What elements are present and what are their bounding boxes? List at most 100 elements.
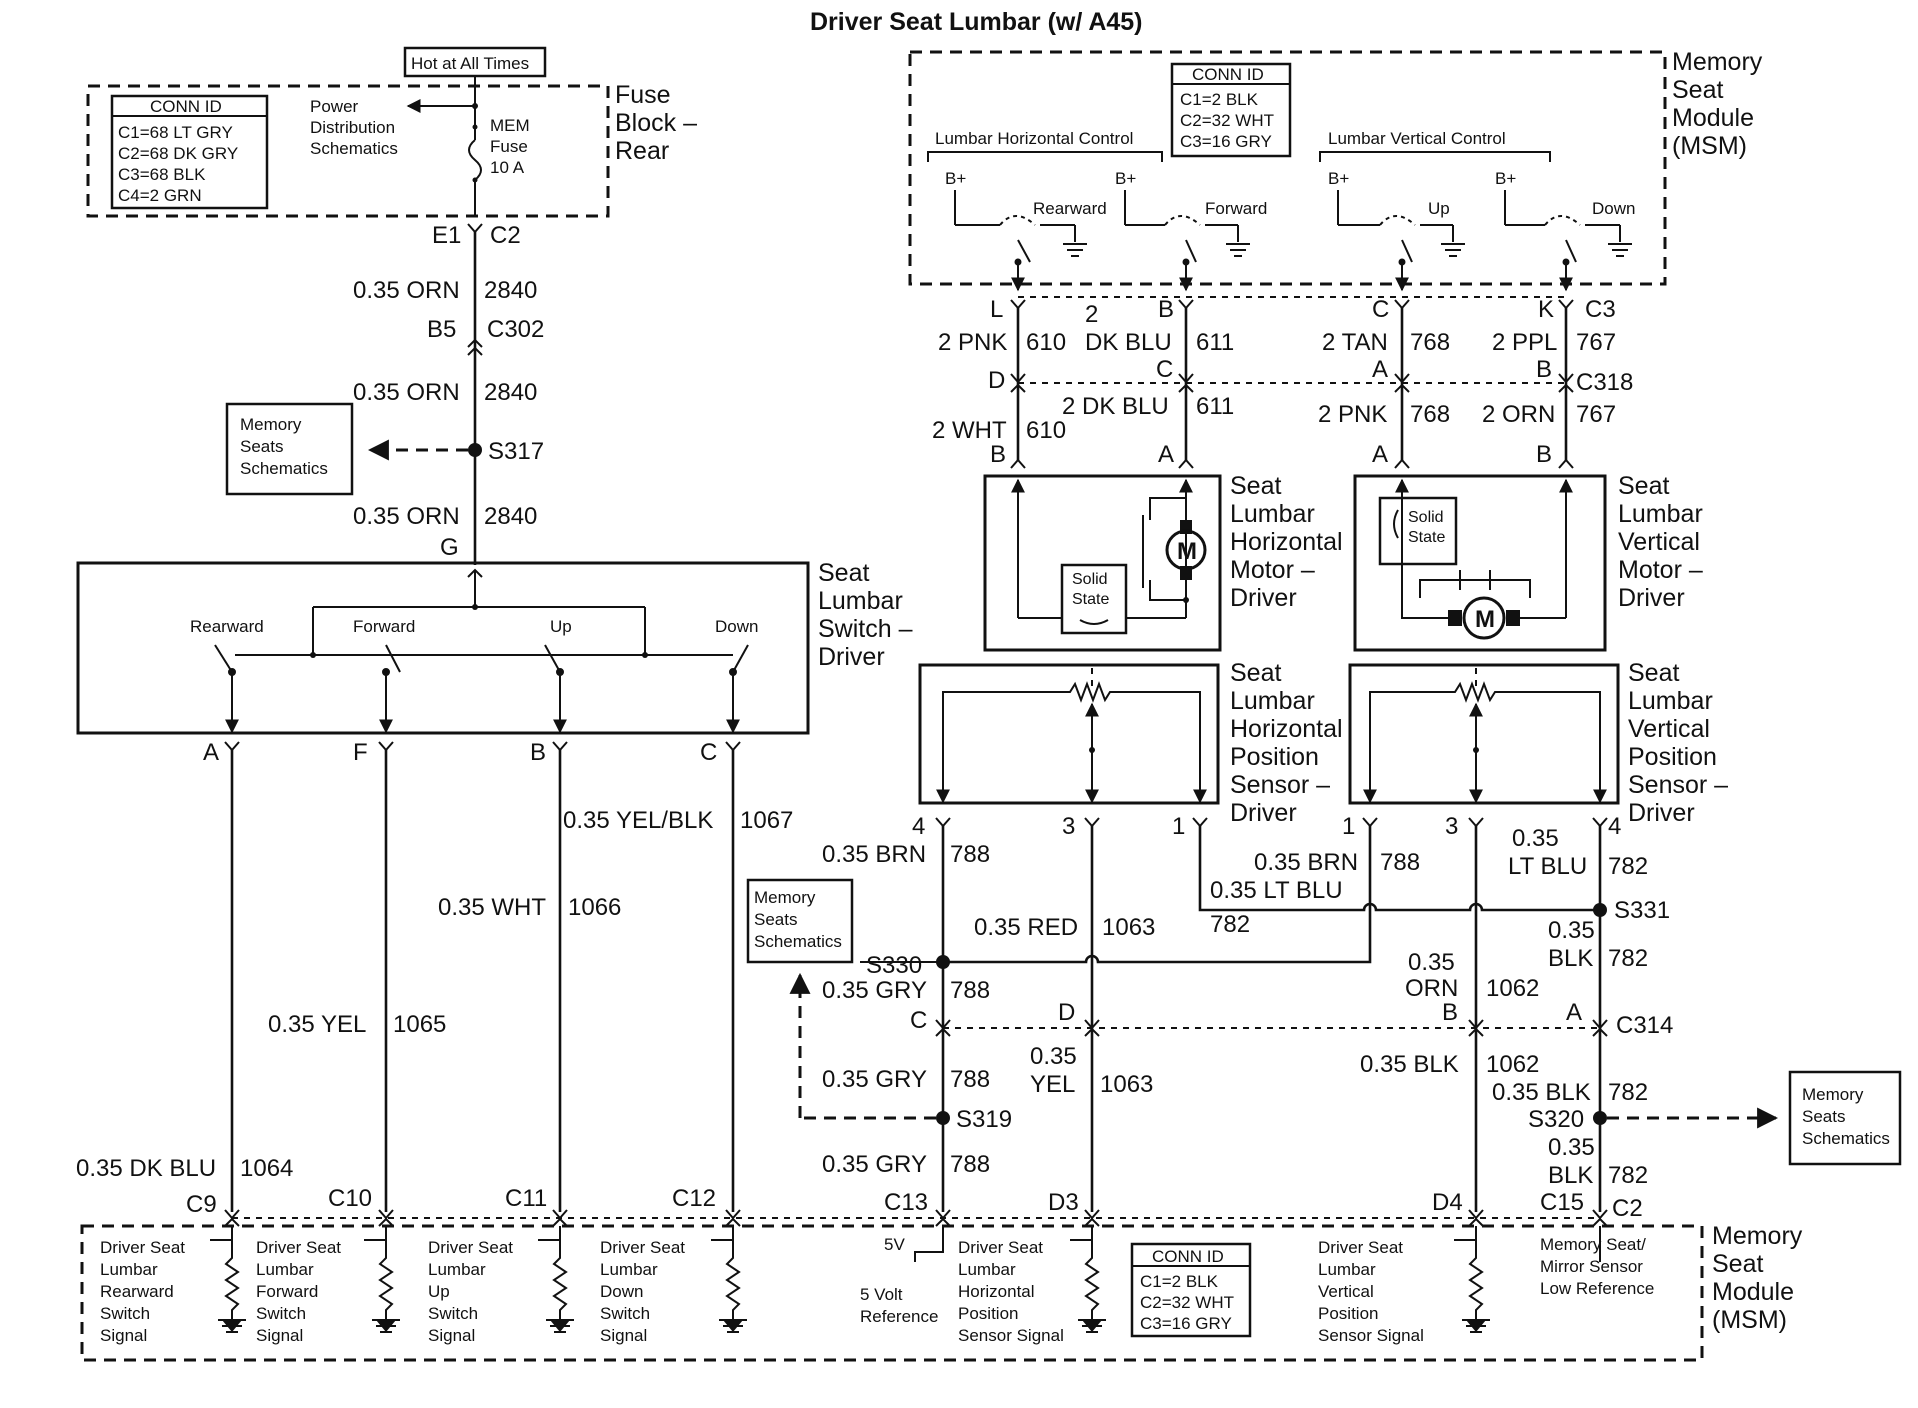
v-sensor-signal-label: Sensor Signal [1318,1326,1424,1345]
msm-pin: C9 [186,1191,217,1218]
wire-gauge: 0.35 BLK [1360,1051,1459,1078]
wire-gauge: BLK [1548,945,1593,972]
memory-refs: Memory Seats Schematics Memory Seats Sch… [746,878,1902,1166]
h-solid-state: Solid [1072,571,1108,588]
relay-label-rearward: Rearward [1033,199,1107,218]
relay-label-down: Down [1592,199,1635,218]
v-sensor-signal-label: Driver Seat [1318,1238,1403,1257]
power-distribution-ref: Distribution [310,118,395,137]
diagram-title: Driver Seat Lumbar (w/ A45) [810,8,1143,36]
wire-circuit: 611 [1196,393,1234,420]
v-sensor-pin: 4 [1608,813,1621,840]
wire-gauge: 0.35 YEL [268,1011,366,1038]
v-motor-name: Lumbar [1618,500,1703,528]
v-sensor-name: Position [1628,743,1717,771]
msm-bottom-name: (MSM) [1712,1306,1787,1334]
fuse-conn-line: C1=68 LT GRY [118,123,233,142]
h-motor-m: M [1177,538,1197,565]
mem-fuse-label: MEM [490,116,530,135]
wire-circuit: 1063 [1102,914,1155,941]
wire-gauge: YEL [1030,1071,1075,1098]
fuse-pin-e1: E1 [432,222,461,249]
msm-top-conn-line: C3=16 GRY [1180,132,1272,151]
c314-pin: C [910,1007,927,1034]
b-plus-label: B+ [1328,169,1349,188]
c318-pin: D [988,367,1005,394]
h-motor-pin: B [990,441,1006,468]
c318-pin: C [1156,356,1173,383]
pin: K [1538,296,1554,323]
low-reference-label: Low Reference [1540,1279,1654,1298]
wire-gauge: 2 DK BLU [1062,393,1169,420]
connector-c302: C302 [487,316,544,343]
wire-circuit: 782 [1608,853,1648,880]
msm-bottom-conn-line: C3=16 GRY [1140,1314,1232,1333]
connector-c318: C318 [1576,369,1633,396]
c314-pin: A [1566,999,1582,1026]
h-sensor-signal-label: Position [958,1304,1018,1323]
msm-top-name: Module [1672,104,1754,132]
wire-gauge: 0.35 WHT [438,894,546,921]
wire-gauge: 0.35 YEL/BLK [563,807,713,834]
pin: B [1158,296,1174,323]
wire-circuit: 1063 [1100,1071,1153,1098]
v-solid-state: Solid [1408,509,1444,526]
msm-bottom-name: Memory [1712,1222,1803,1250]
wire-gauge: 2 PNK [938,329,1007,356]
h-motor-name: Motor – [1230,556,1315,584]
five-volt-label: 5V [884,1235,905,1254]
switch-name: Driver [818,643,885,671]
connector-c3: L B C K C3 [990,296,1616,323]
wire-circuit: 782 [1608,945,1648,972]
relay-label-up: Up [1428,199,1450,218]
lumbar-horizontal-control-label: Lumbar Horizontal Control [935,129,1133,148]
wire-circuit: 768 [1410,329,1450,356]
h-solid-state: State [1072,591,1109,608]
wire-circuit: 788 [1380,849,1420,876]
msm-top-conn-line: C1=2 BLK [1180,90,1259,109]
h-sensor-signal-label: Lumbar [958,1260,1016,1279]
h-motor-name: Driver [1230,584,1297,612]
msm-pin: C15 [1540,1189,1584,1216]
signal-label-rearward: Lumbar [100,1260,158,1279]
h-sensor-signal-label: Driver Seat [958,1238,1043,1257]
wire-circuit: 1064 [240,1155,293,1182]
switch-name: Lumbar [818,587,903,615]
pin: C [1372,296,1389,323]
c314-pin: D [1058,999,1075,1026]
wire-circuit: 2840 [484,379,537,406]
switch-label-rearward: Rearward [190,617,264,636]
h-sensor-signal-label: Sensor Signal [958,1326,1064,1345]
switch-label-up: Up [550,617,572,636]
v-motor-name: Motor – [1618,556,1703,584]
h-motor-name: Seat [1230,472,1281,500]
switch-pin-g: G [440,534,459,561]
splice-s320-label: S320 [1528,1106,1584,1133]
fuse-conn-line: C3=68 BLK [118,165,206,184]
h-sensor-pin: 4 [912,813,925,840]
msm-bottom-name: Module [1712,1278,1794,1306]
msm-bottom-conn-line: C1=2 BLK [1140,1272,1219,1291]
h-sensor-name: Sensor – [1230,771,1330,799]
wire-circuit: 1066 [568,894,621,921]
fuse-connector-c2: C2 [490,222,521,249]
fuse-block-name: Block – [615,109,697,137]
msm-top-conn-title: CONN ID [1192,65,1264,84]
wire-gauge: 0.35 BRN [1254,849,1358,876]
msm-top: Memory Seat Module (MSM) CONN ID C1=2 BL… [908,48,1763,292]
wire-gauge: LT BLU [1508,853,1587,880]
wire-gauge: 0.35 [1548,917,1595,944]
signal-label-rearward: Switch [100,1304,150,1323]
h-sensor-name: Position [1230,743,1319,771]
connector-c314: C314 [1616,1012,1673,1039]
v-motor-pin: A [1372,441,1388,468]
splice-s330-label: S330 [866,952,922,979]
msm-pin: D4 [1432,1189,1463,1216]
circuit-2840: 0.35 ORN 2840 B5 C302 0.35 ORN 2840 S317… [225,232,544,578]
wire-circuit: 788 [950,841,990,868]
wire-gauge: 0.35 GRY [822,1066,927,1093]
v-motor-name: Driver [1618,584,1685,612]
wire-gauge: 0.35 DK BLU [76,1155,216,1182]
lumbar-vertical-control-label: Lumbar Vertical Control [1328,129,1506,148]
